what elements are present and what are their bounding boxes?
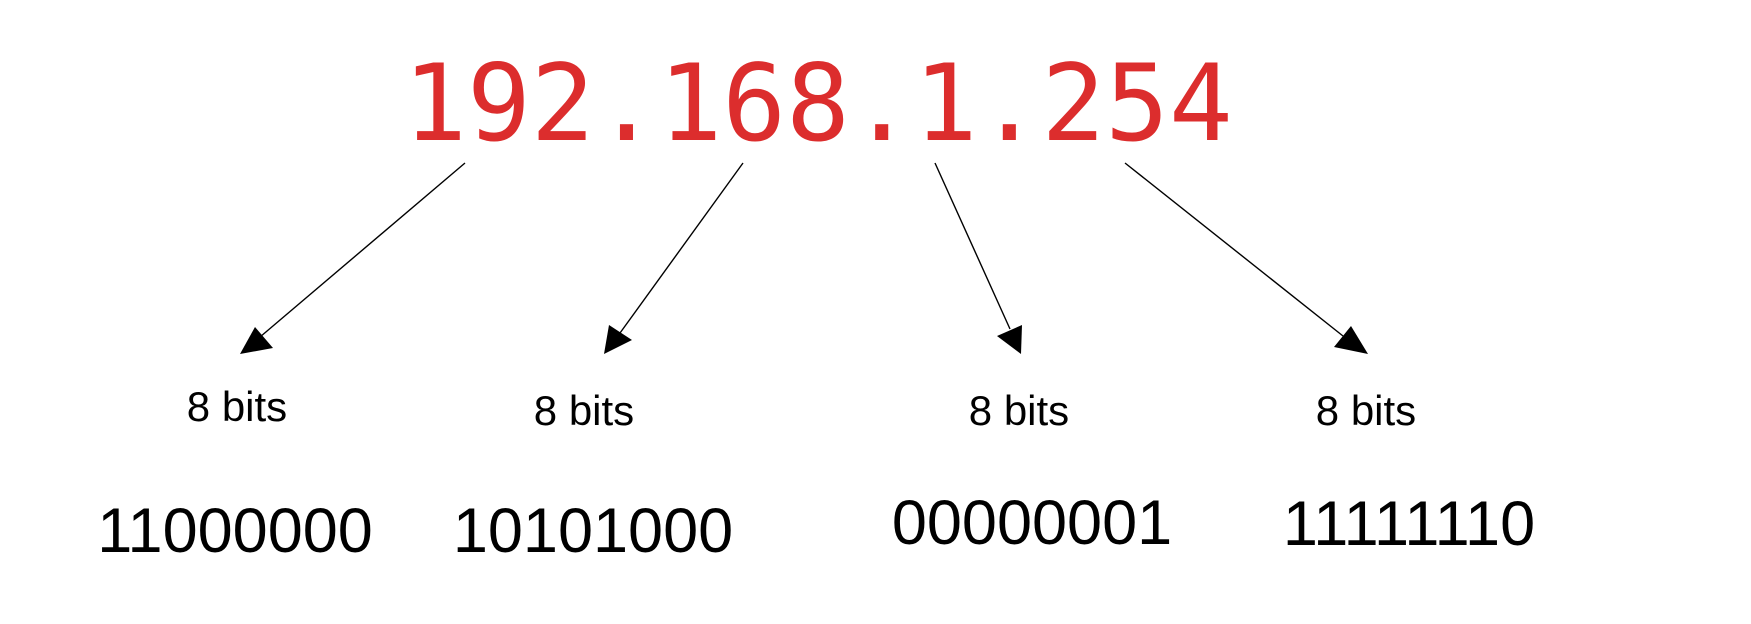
binary-octet-1: 11000000 (97, 496, 373, 566)
arrow-octet-4 (1124, 162, 1368, 354)
bits-label-4: 8 bits (1316, 387, 1416, 434)
ip-address: 192.168.1.254 (403, 42, 1233, 165)
bits-label-1: 8 bits (187, 383, 287, 430)
arrow-octet-1 (240, 162, 466, 354)
arrow-octet-3 (934, 162, 1022, 354)
binary-octet-2: 10101000 (453, 496, 733, 566)
binary-octet-4: 11111110 (1283, 489, 1535, 559)
arrow-octet-2 (604, 162, 744, 354)
bits-label-3: 8 bits (969, 387, 1069, 434)
bits-label-2: 8 bits (534, 387, 634, 434)
binary-octet-3: 00000001 (892, 488, 1172, 558)
